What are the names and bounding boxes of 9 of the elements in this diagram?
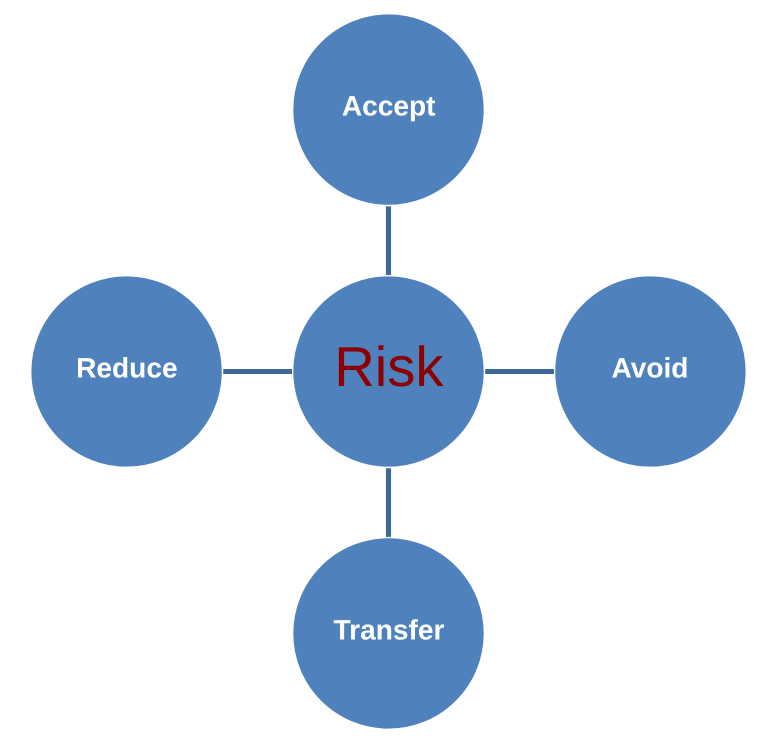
connector — [385, 468, 391, 537]
node-circle: Transfer — [290, 536, 486, 732]
connector — [484, 368, 554, 374]
node-circle: Accept — [290, 12, 486, 208]
node-circle: Reduce — [28, 274, 224, 470]
node-circle: Avoid — [552, 274, 748, 470]
node-circle: Risk — [290, 274, 486, 470]
connector — [385, 206, 391, 275]
connector — [222, 368, 292, 374]
